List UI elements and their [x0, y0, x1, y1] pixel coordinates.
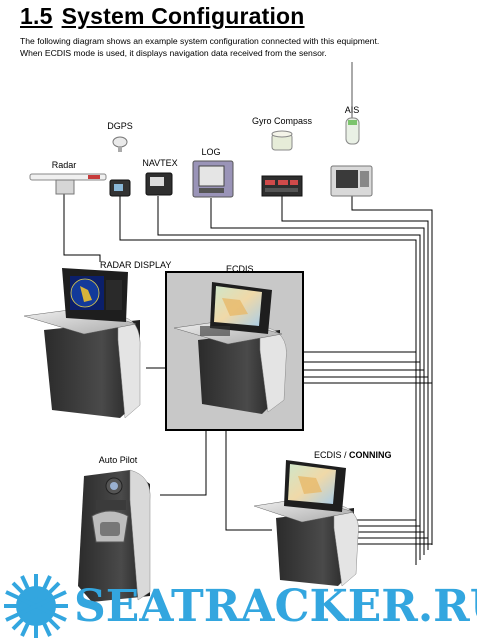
ecdis-label: ECDIS [226, 264, 254, 274]
section-heading: 1.5 System Configuration [20, 3, 305, 30]
cable-gyro [281, 196, 429, 550]
navtex-label: NAVTEX [142, 158, 177, 168]
radar-display-console: RADAR DISPLAY [23, 260, 171, 419]
cable-dgps [119, 196, 417, 565]
description-line-2: When ECDIS mode is used, it displays nav… [20, 48, 327, 58]
radar-label: Radar [52, 160, 77, 170]
dgps-label: DGPS [107, 121, 133, 131]
radar-antenna: Radar [29, 160, 107, 195]
auto-pilot-console: Auto Pilot [78, 455, 151, 602]
description-line-1: The following diagram shows an example s… [20, 36, 380, 46]
section-title: System Configuration [61, 3, 305, 29]
cable-navtex [157, 196, 421, 560]
section-number: 1.5 [20, 3, 53, 29]
watermark-text: SEATRACKER.RU [74, 581, 477, 632]
cable-radar-display [63, 192, 101, 262]
log-unit: LOG [192, 147, 234, 198]
auto-pilot-label: Auto Pilot [99, 455, 138, 465]
svg-text:ECDIS / CONNING: ECDIS / CONNING [314, 450, 392, 460]
cable-autopilot [160, 420, 207, 496]
ecdis-conning-console: ECDIS / CONNING [253, 450, 392, 587]
ecdis-conning-label-suffix: CONNING [349, 450, 392, 460]
cable-conning [225, 420, 272, 531]
ais-label: AIS [345, 105, 360, 115]
radar-display-label: RADAR DISPLAY [100, 260, 171, 270]
navtex-unit: NAVTEX [142, 158, 178, 196]
log-label: LOG [201, 147, 220, 157]
dgps-unit: DGPS [107, 121, 133, 197]
cable-log [210, 198, 425, 555]
gyro-compass-unit: Gyro Compass [252, 116, 313, 197]
sun-logo-icon [4, 574, 68, 638]
gyro-compass-label: Gyro Compass [252, 116, 313, 126]
cable-ais [351, 196, 433, 545]
ecdis-console: ECDIS [173, 264, 287, 414]
seatracker-watermark: SEATRACKER.RU [4, 574, 477, 638]
ais-unit: AIS [330, 62, 373, 197]
ecdis-conning-label-prefix: ECDIS / [314, 450, 347, 460]
